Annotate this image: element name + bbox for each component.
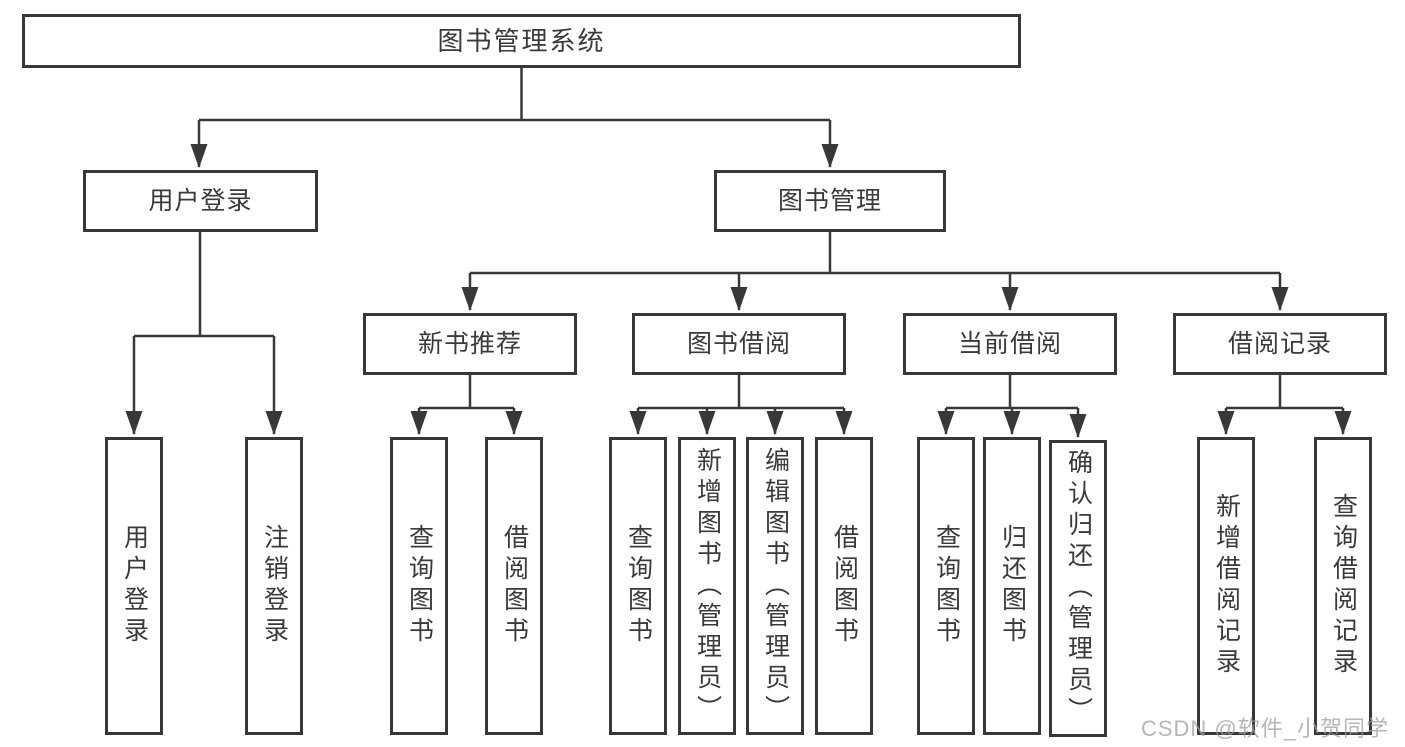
node-leaf-logout: 注销登录 <box>245 437 303 735</box>
node-module-borrow-records: 借阅记录 <box>1173 313 1387 375</box>
node-leaf-return-book: 归还图书 <box>983 437 1041 735</box>
node-module-current-borrow: 当前借阅 <box>903 313 1117 375</box>
node-book-management-branch: 图书管理 <box>714 170 946 232</box>
node-leaf-borrow-books-2: 借阅图书 <box>815 437 873 735</box>
node-leaf-query-books-1: 查询图书 <box>390 437 448 735</box>
node-leaf-confirm-return-admin: 确认归还（管理员） <box>1049 440 1107 737</box>
node-leaf-add-book-admin: 新增图书（管理员） <box>678 437 736 735</box>
node-module-book-borrow: 图书借阅 <box>632 313 846 375</box>
node-user-login-branch: 用户登录 <box>83 170 318 232</box>
node-library-system-root: 图书管理系统 <box>22 14 1021 68</box>
node-leaf-query-books-3: 查询图书 <box>917 437 975 735</box>
node-leaf-query-borrow-record: 查询借阅记录 <box>1314 437 1372 735</box>
node-leaf-borrow-books-1: 借阅图书 <box>485 437 543 735</box>
node-module-new-book-recommend: 新书推荐 <box>363 313 577 375</box>
node-leaf-add-borrow-record: 新增借阅记录 <box>1197 437 1255 735</box>
node-leaf-query-books-2: 查询图书 <box>609 437 667 735</box>
node-leaf-edit-book-admin: 编辑图书（管理员） <box>746 437 804 735</box>
node-leaf-user-login: 用户登录 <box>105 437 163 735</box>
